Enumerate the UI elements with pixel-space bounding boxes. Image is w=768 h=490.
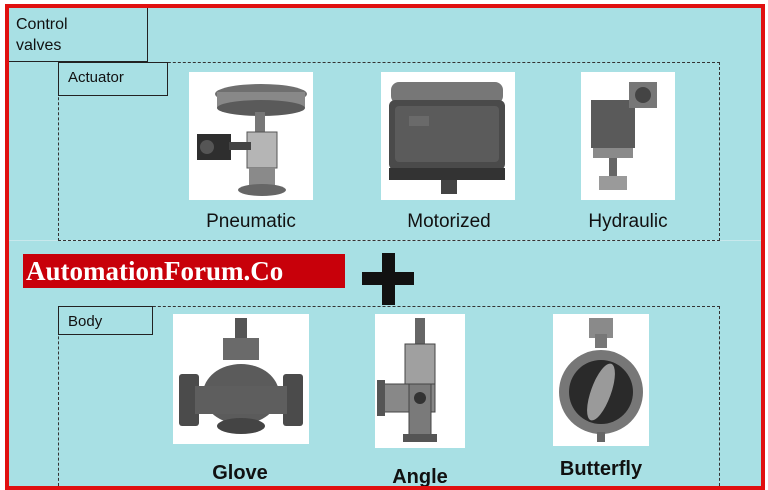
plus-icon [362, 253, 414, 305]
globe-valve-body-image [173, 314, 309, 444]
caption-motorized: Motorized [407, 211, 491, 232]
motorized-actuator-image [381, 72, 515, 200]
watermark-banner: AutomationForum.Co [23, 254, 345, 288]
diagram-frame: Control valves Actuator Pneumatic [5, 4, 765, 490]
hydraulic-actuator-image [581, 72, 675, 200]
title-text: Control valves [16, 16, 68, 54]
caption-butterfly: Butterfly [559, 458, 643, 480]
butterfly-valve-body-image [553, 314, 649, 446]
caption-hydraulic: Hydraulic [588, 211, 668, 232]
caption-pneumatic: Pneumatic [206, 211, 296, 232]
caption-angle: Angle [392, 466, 448, 488]
diagram-title: Control valves [9, 8, 148, 62]
actuator-section: Actuator [58, 62, 720, 241]
body-section: Body [58, 306, 720, 486]
pneumatic-actuator-image [189, 72, 313, 200]
actuator-label: Actuator [58, 62, 168, 96]
body-label: Body [58, 306, 153, 335]
caption-glove: Glove [212, 462, 268, 484]
angle-valve-body-image [375, 314, 465, 448]
